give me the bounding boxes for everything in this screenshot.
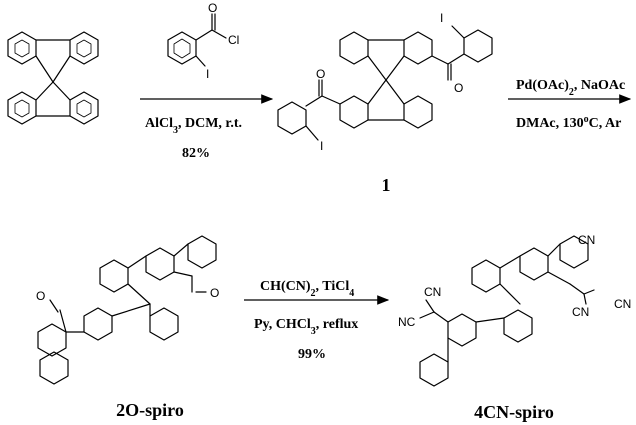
compound-4cn-spiro-structure: CN CN CN NC CN <box>398 233 631 387</box>
compound-1-label: 1 <box>382 175 391 195</box>
step3-yield: 99% <box>298 347 326 362</box>
compound3-cyano-upper-1: CN <box>578 233 595 247</box>
step1-yield: 82% <box>182 146 210 161</box>
compound2-oxygen-lower: O <box>36 289 45 303</box>
compound1-iodine-lower: I <box>320 139 323 153</box>
iodobenzoyl-chloride-structure: O Cl I <box>167 1 239 81</box>
compound-1-structure: I O O I <box>277 11 493 153</box>
step3-conditions-above: CH(CN)2, TiCl4 <box>260 279 354 299</box>
compound1-iodine-upper: I <box>440 11 443 25</box>
compound3-nitrile-lower-1: NC <box>398 315 416 329</box>
reagent-iodine: I <box>206 67 209 81</box>
reagent-chlorine: Cl <box>228 33 239 47</box>
compound3-cyano-upper-2: CN <box>614 297 631 311</box>
step2-conditions-above: Pd(OAc)2, NaOAc <box>516 78 625 98</box>
reagent-carbonyl-oxygen: O <box>208 1 217 15</box>
compound1-oxygen-upper: O <box>454 81 463 95</box>
compound2-oxygen-upper: O <box>210 286 219 300</box>
step3-conditions-below: Py, CHCl3, reflux <box>254 317 358 337</box>
step2-conditions-below: DMAc, 130oC, Ar <box>516 114 621 132</box>
compound-4cn-spiro-label: 4CN-spiro <box>474 402 554 422</box>
compound1-oxygen-lower: O <box>316 67 325 81</box>
compound-2o-spiro-structure: O O <box>36 235 219 385</box>
compound3-cyano-upper-3: CN <box>572 305 589 319</box>
step1-conditions: AlCl3, DCM, r.t. <box>145 116 242 136</box>
spirobifluorene-structure <box>7 31 99 125</box>
compound3-nitrile-lower-2: CN <box>424 285 441 299</box>
compound-2o-spiro-label: 2O-spiro <box>116 400 184 420</box>
